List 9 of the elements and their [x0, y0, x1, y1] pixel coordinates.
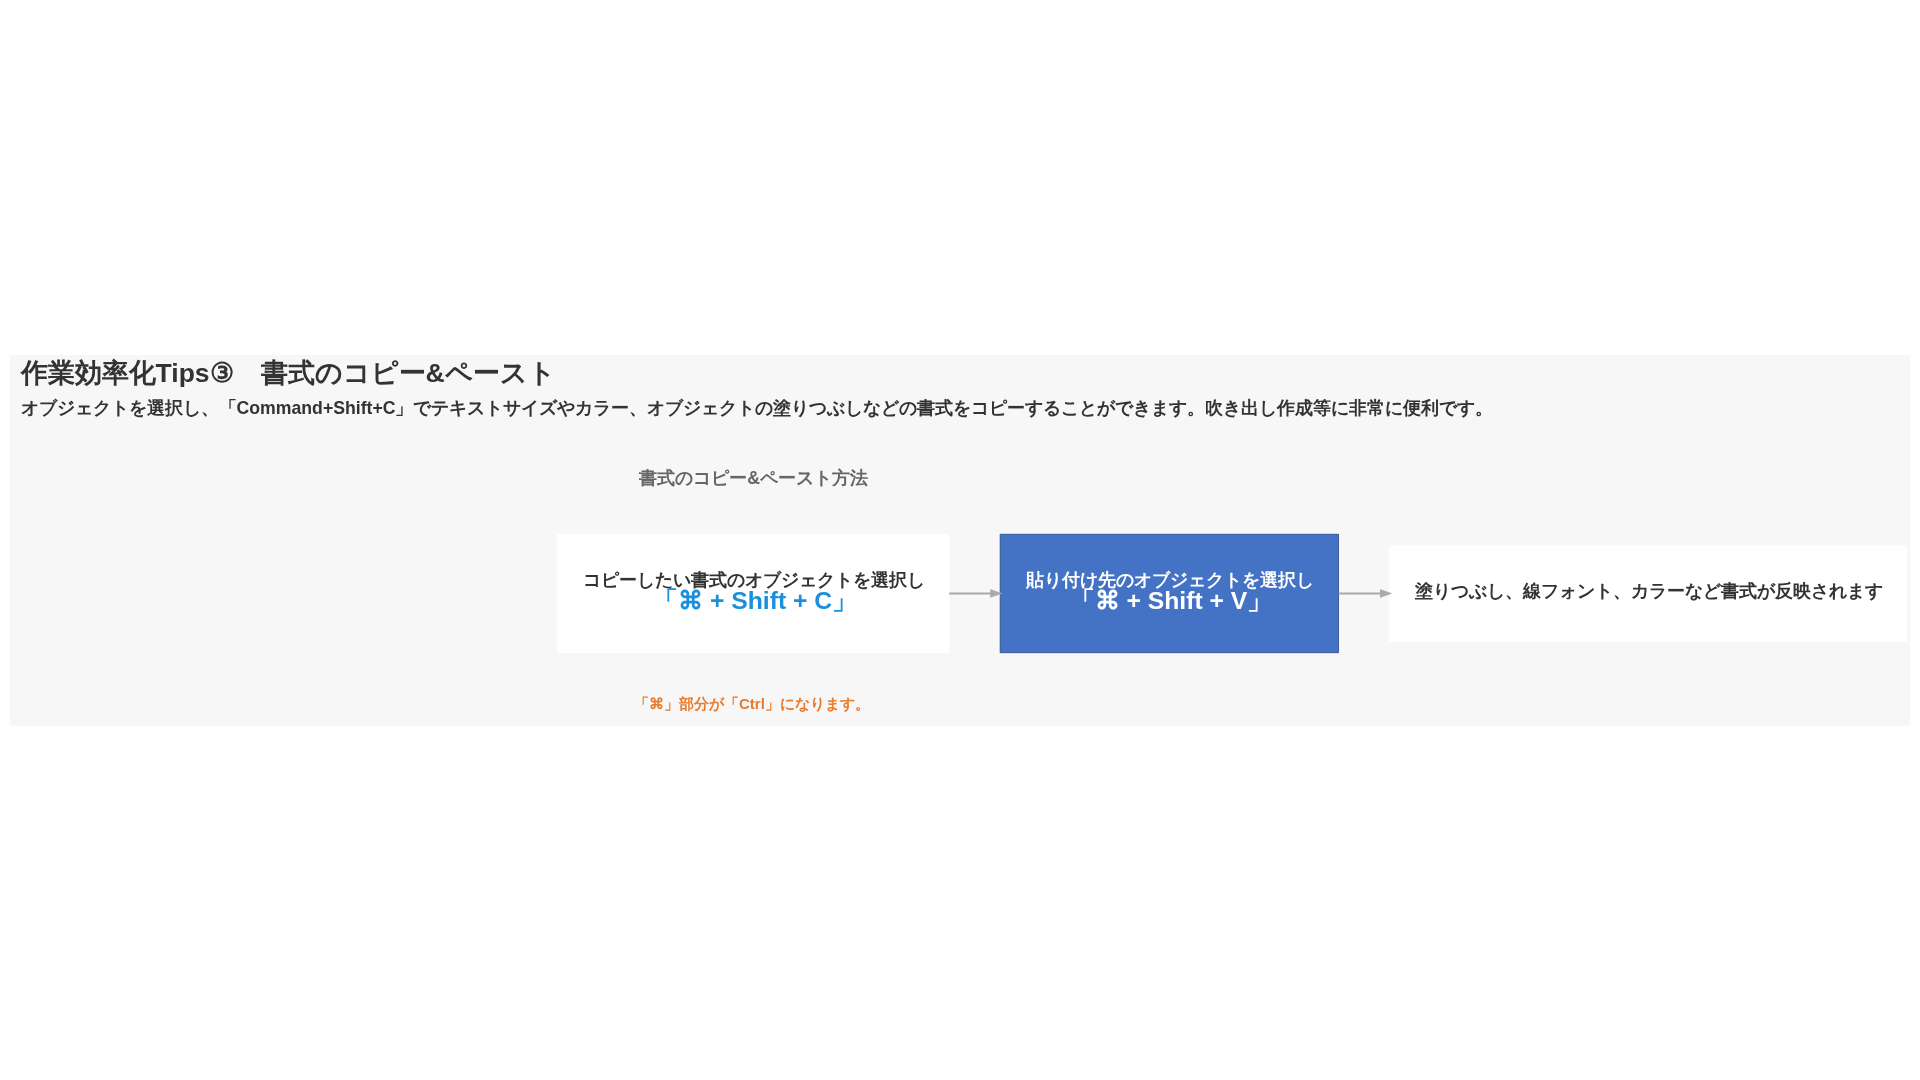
node-box: 貼り付け先のオブジェクトを選択し 「⌘ + Shift + V」 [999, 533, 1339, 653]
label: 書式のコピー&ペースト方法 [639, 467, 869, 488]
label: オブジェクトを選択し、「Command+Shift+C」でテキストサイズやカラー、オブジェクトの塗りつぶしなどの書式をコピーすることができます。吹き出し作成等に非常に便利です。 [20, 397, 1494, 418]
label: 「⌘」部分が「Ctrl」になります。 [634, 694, 870, 712]
arrow [948, 588, 1003, 598]
arrow [1337, 588, 1393, 598]
node-box: 塗りつぶし、線フォント、カラーなど書式が反映されます [1389, 544, 1907, 642]
diagram-title: 作業効率化Tips③ 書式のコピー&ペースト [20, 357, 556, 388]
node-box: コピーしたい書式のオブジェクトを選択し 「⌘ + Shift + C」 [557, 533, 950, 653]
